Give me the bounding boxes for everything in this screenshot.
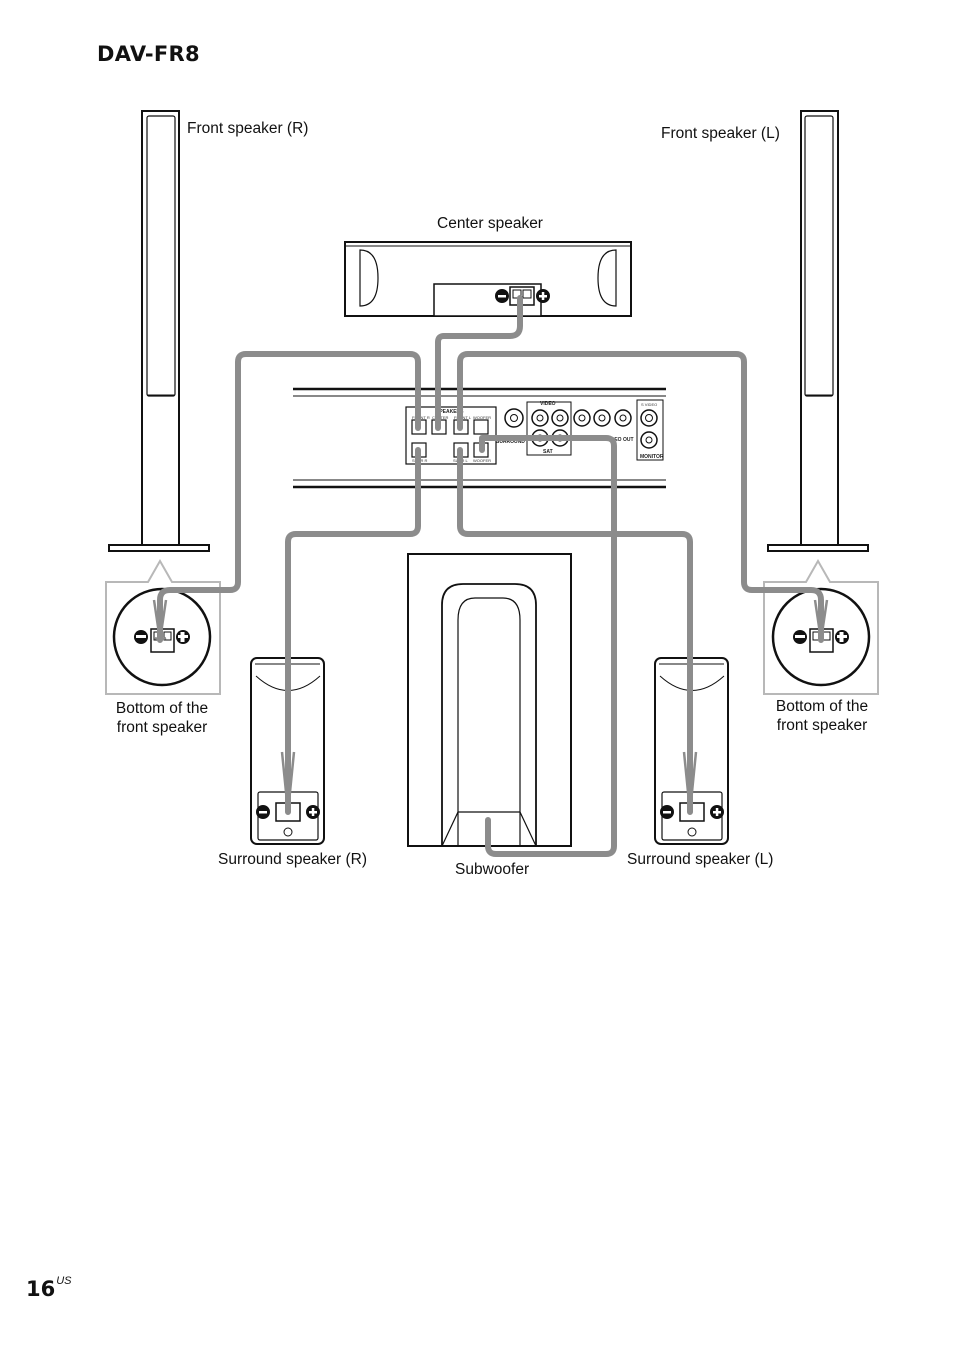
page-number-value: 16 <box>26 1277 56 1301</box>
panel-label-video-out: VIDEO OUT <box>606 437 634 443</box>
panel-label-speakers: SPEAKERS <box>436 409 464 415</box>
cable-surround-left <box>457 447 693 815</box>
label-bottom-front-left-line2: front speaker <box>116 719 208 736</box>
panel-label-sat: SAT <box>543 449 553 455</box>
panel-label-woofer-2: WOOFER <box>473 458 491 463</box>
label-subwoofer: Subwoofer <box>455 861 530 878</box>
cable-center <box>435 295 523 431</box>
cable-front-left <box>457 351 824 643</box>
label-surround-speaker-r: Surround speaker (R) <box>218 851 368 868</box>
label-bottom-front-right-line1: Bottom of the <box>775 698 869 715</box>
cable-front-right <box>157 351 421 643</box>
panel-label-s-video: S VIDEO <box>641 402 657 407</box>
panel-label-video: VIDEO <box>540 401 556 407</box>
page-title: DAV-FR8 <box>97 42 200 66</box>
cable-split-lines <box>152 599 829 813</box>
front-speaker-right-tower <box>108 110 210 552</box>
label-front-speaker-l: Front speaker (L) <box>661 125 780 142</box>
label-center-speaker: Center speaker <box>437 215 543 232</box>
subwoofer <box>407 553 572 847</box>
cable-subwoofer <box>479 435 617 857</box>
cable-surround-right <box>285 447 421 815</box>
label-bottom-front-right-line2: front speaker <box>776 717 868 734</box>
front-speaker-left-tower <box>767 110 869 552</box>
panel-label-woofer: WOOFER <box>473 415 491 420</box>
surround-speaker-right <box>250 657 325 845</box>
page-number: 16US <box>26 1275 72 1301</box>
center-speaker <box>344 241 632 317</box>
label-front-speaker-r: Front speaker (R) <box>187 120 309 137</box>
label-surround-speaker-l: Surround speaker (L) <box>627 851 774 868</box>
panel-label-surround: SURROUND <box>496 439 525 445</box>
label-bottom-front-left-line1: Bottom of the <box>115 700 209 717</box>
label-bottom-front-right: Bottom of the front speaker <box>767 697 877 735</box>
label-bottom-front-left: Bottom of the front speaker <box>108 699 216 737</box>
page-number-suffix: US <box>56 1275 72 1287</box>
speaker-cables <box>157 295 824 857</box>
panel-label-monitor: MONITOR <box>640 454 664 460</box>
